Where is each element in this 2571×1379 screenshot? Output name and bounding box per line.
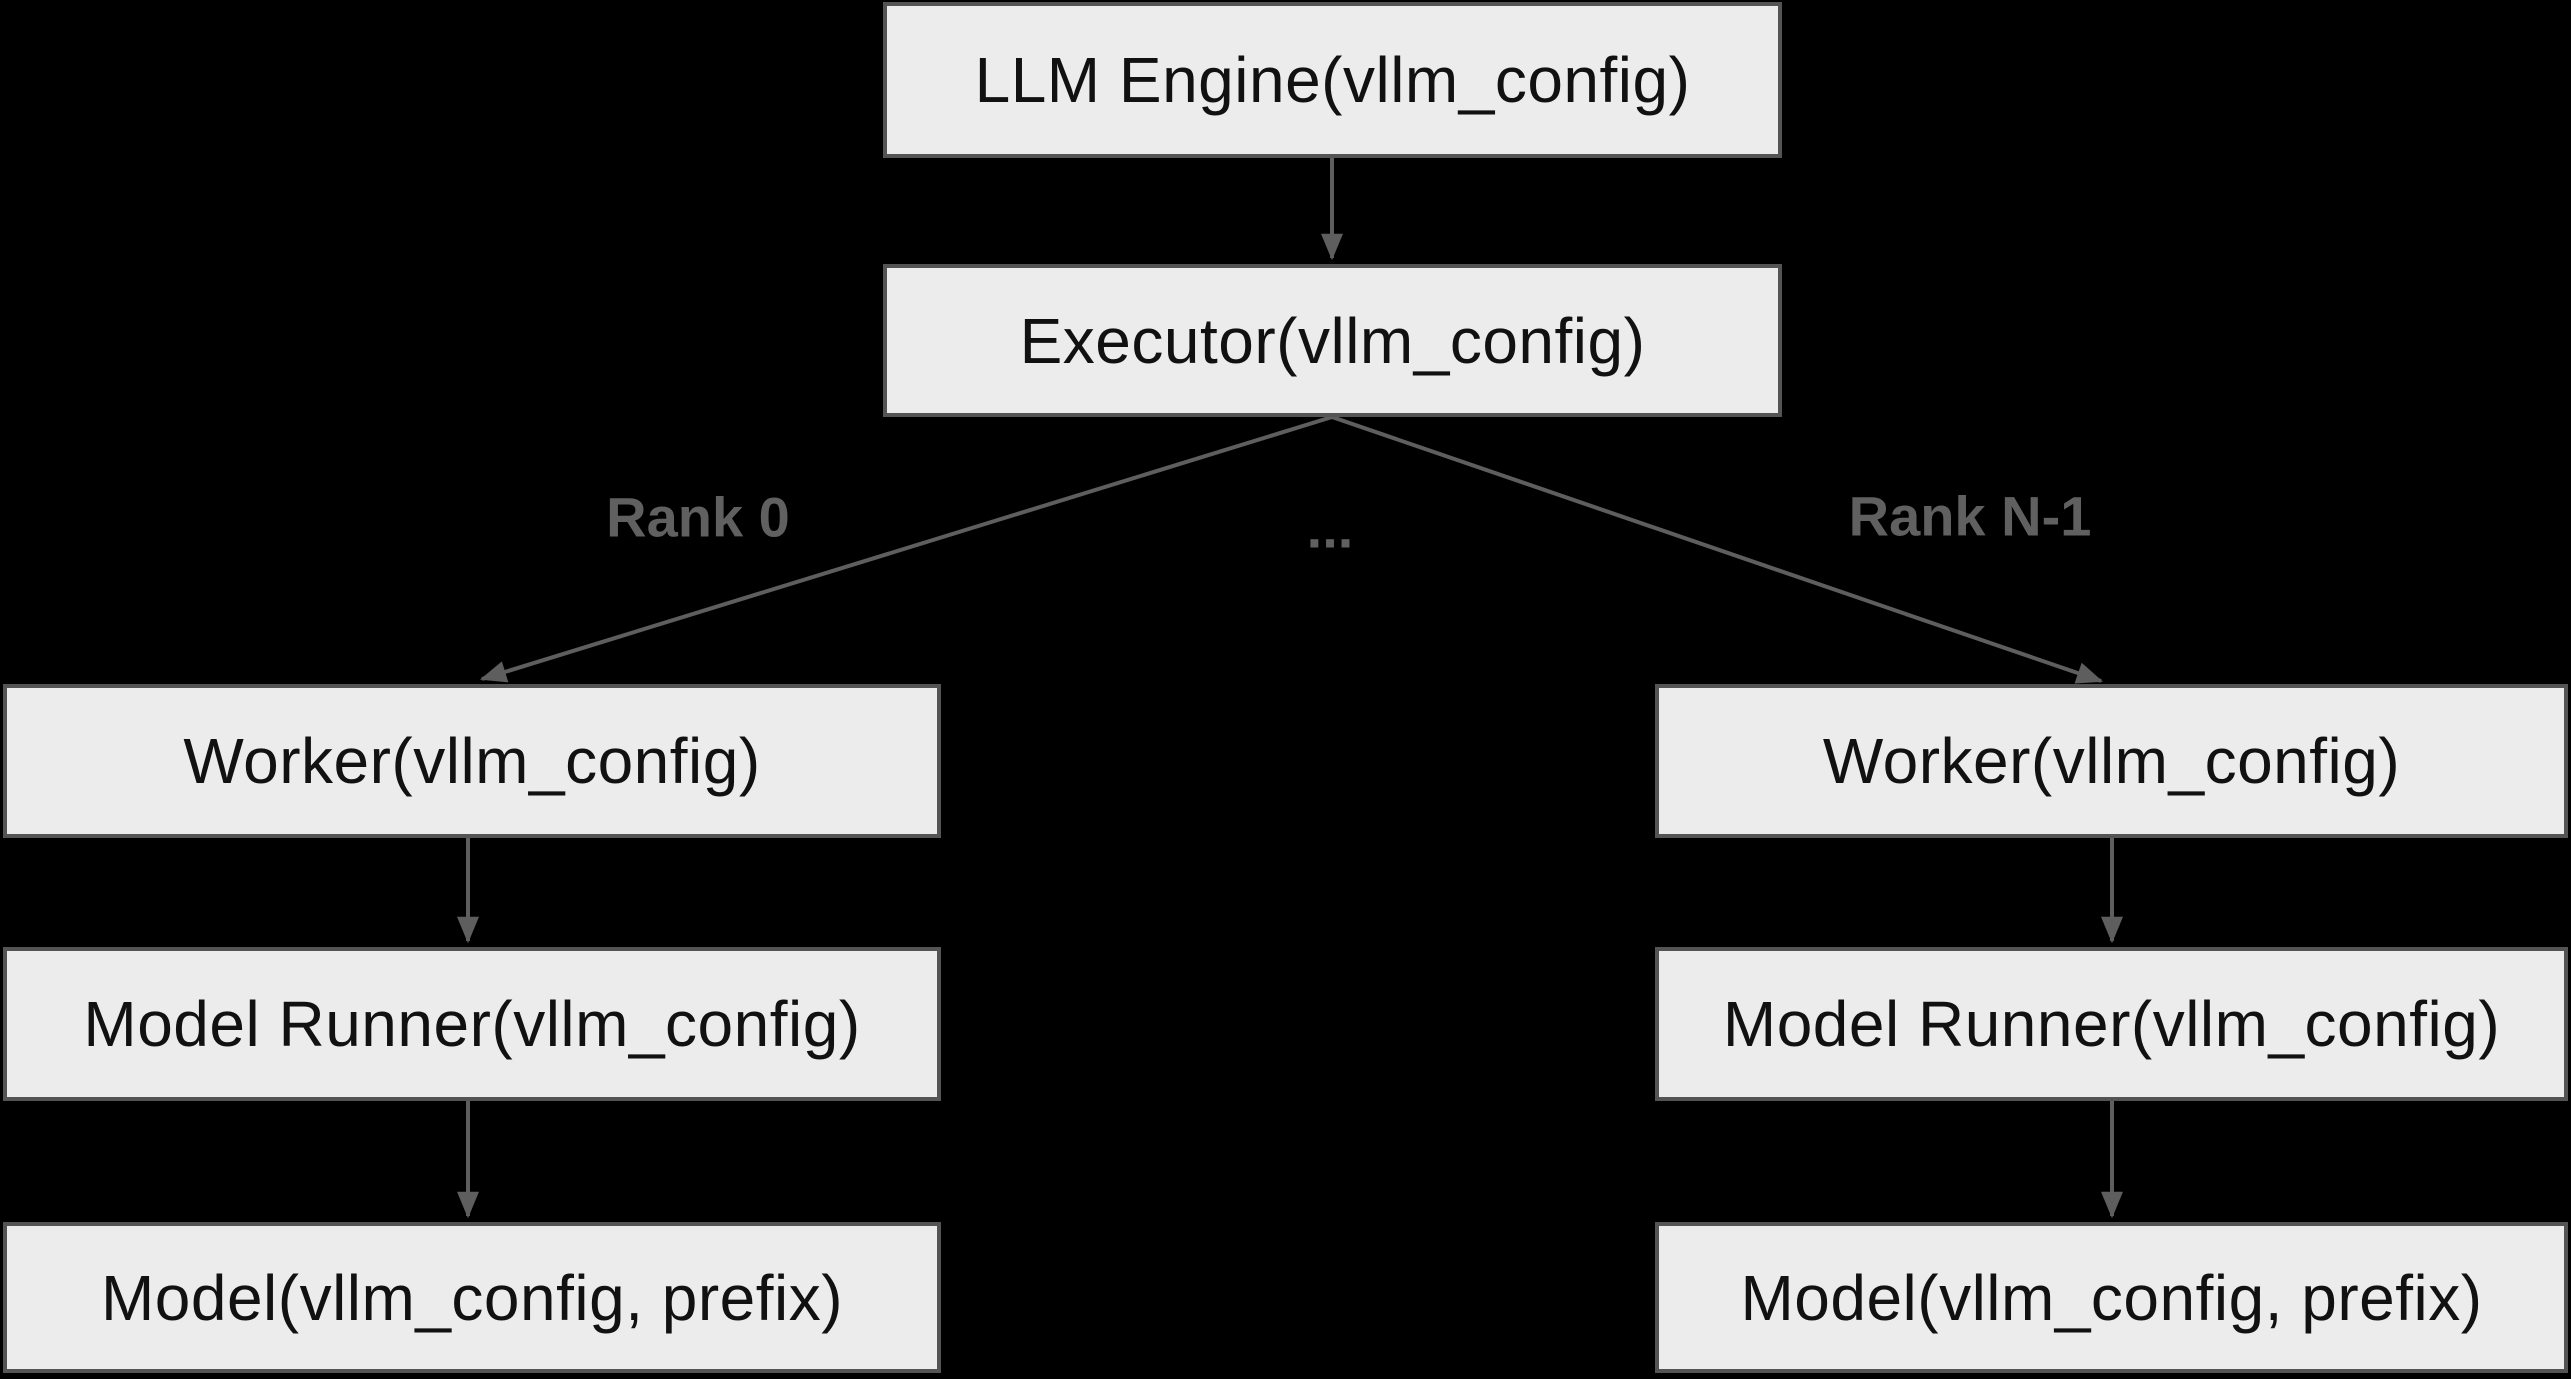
node-executor-label: Executor(vllm_config) (1019, 304, 1646, 377)
node-executor: Executor(vllm_config) (883, 264, 1782, 417)
node-model-rank0-label: Model(vllm_config, prefix) (100, 1261, 844, 1334)
node-worker-rank0-label: Worker(vllm_config) (183, 725, 761, 797)
node-llm-engine-label: LLM Engine(vllm_config) (974, 44, 1691, 116)
node-model-runner-rankn: Model Runner(vllm_config) (1655, 947, 2568, 1101)
node-llm-engine: LLM Engine(vllm_config) (883, 2, 1782, 158)
edge-executor-to-worker-rank0 (479, 415, 1333, 683)
edge-label-rank-n-1: Rank N-1 (1848, 484, 2092, 548)
node-worker-rankn-label: Worker(vllm_config) (1822, 725, 2401, 797)
node-model-runner-rank0-label: Model Runner(vllm_config) (83, 988, 861, 1060)
node-model-runner-rankn-label: Model Runner(vllm_config) (1722, 988, 2501, 1060)
edge-label-ellipsis: ... (1306, 496, 1354, 560)
node-model-rankn-label: Model(vllm_config, prefix) (1740, 1261, 2483, 1334)
edge-label-rank-0: Rank 0 (606, 485, 790, 549)
node-model-rankn: Model(vllm_config, prefix) (1655, 1222, 2568, 1373)
node-model-rank0: Model(vllm_config, prefix) (3, 1222, 941, 1373)
node-worker-rank0: Worker(vllm_config) (3, 684, 941, 838)
edge-executor-to-worker-rankn (1331, 415, 2104, 684)
node-model-runner-rank0: Model Runner(vllm_config) (3, 947, 941, 1101)
node-worker-rankn: Worker(vllm_config) (1655, 684, 2568, 838)
